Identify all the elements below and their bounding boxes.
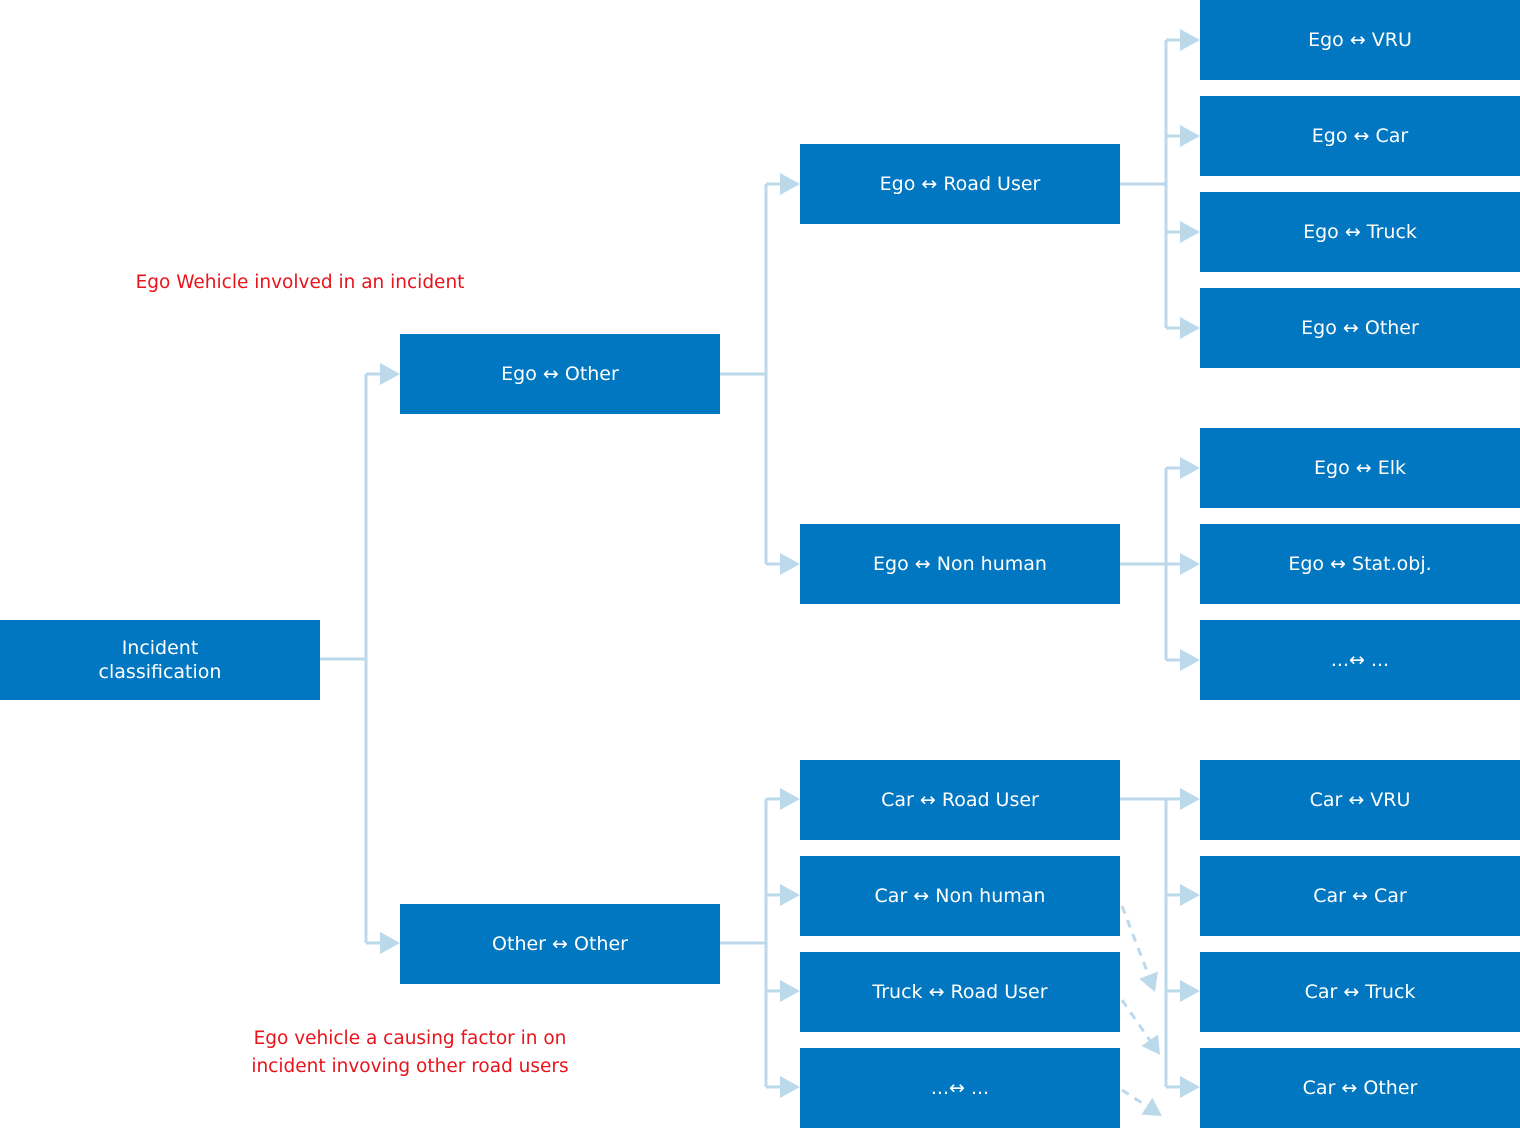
dashed-truck-road-user-arrow	[1141, 1034, 1160, 1055]
dashed-car-non-human-line	[1120, 905, 1150, 976]
ego-non-human-connector-arrow-0	[1180, 457, 1200, 479]
ego-road-user-connector-arrow-0	[1180, 29, 1200, 51]
node-car-truck[interactable]: Car ↔ Truck	[1200, 952, 1520, 1032]
node-ego-other-leaf[interactable]: Ego ↔ Other	[1200, 288, 1520, 368]
node-label: Ego ↔ Other	[1301, 317, 1419, 339]
node-ego-road-user[interactable]: Ego ↔ Road User	[800, 144, 1120, 224]
annotation-causing-line1: Ego vehicle a causing factor in on	[253, 1028, 567, 1049]
node-label: Car ↔ Car	[1313, 885, 1407, 907]
node-ego-elk[interactable]: Ego ↔ Elk	[1200, 428, 1520, 508]
node-label: Ego ↔ Non human	[873, 553, 1047, 575]
node-ego-vru[interactable]: Ego ↔ VRU	[1200, 0, 1520, 80]
node-label: Ego ↔ Other	[501, 363, 619, 385]
node-label: Car ↔ VRU	[1309, 789, 1411, 811]
other-other-connector-arrow-0	[780, 788, 800, 810]
node-ego-truck[interactable]: Ego ↔ Truck	[1200, 192, 1520, 272]
node-car-road-user[interactable]: Car ↔ Road User	[800, 760, 1120, 840]
node-label: Ego ↔ Road User	[879, 173, 1041, 195]
annotation-ego-involved-text: Ego Wehicle involved in an incident	[135, 272, 465, 293]
node-car-non-human[interactable]: Car ↔ Non human	[800, 856, 1120, 936]
node-incident-classification[interactable]: Incident classification	[0, 620, 320, 700]
node-label: Ego ↔ Stat.obj.	[1288, 553, 1432, 575]
node-ego-more[interactable]: ...↔ ...	[1200, 620, 1520, 700]
ego-road-user-connector-arrow-1	[1180, 125, 1200, 147]
node-truck-road-user[interactable]: Truck ↔ Road User	[800, 952, 1120, 1032]
car-road-user-connector-arrow-1	[1180, 884, 1200, 906]
node-label: Other ↔ Other	[492, 933, 628, 955]
ego-other-connector-arrow-0	[780, 173, 800, 195]
node-label: Truck ↔ Road User	[872, 981, 1048, 1003]
node-label: Car ↔ Non human	[874, 885, 1046, 907]
node-ego-other[interactable]: Ego ↔ Other	[400, 334, 720, 414]
root-label-line2: classification	[98, 661, 222, 683]
other-other-connector-arrow-2	[780, 980, 800, 1002]
node-car-other[interactable]: Car ↔ Other	[1200, 1048, 1520, 1128]
dashed-truck-road-user-line	[1120, 999, 1152, 1042]
root-label-line1: Incident	[121, 637, 199, 659]
ego-other-connector-arrow-1	[780, 553, 800, 575]
node-other-more[interactable]: ...↔ ...	[800, 1048, 1120, 1128]
ego-non-human-connector-arrow-2	[1180, 649, 1200, 671]
node-ego-non-human[interactable]: Ego ↔ Non human	[800, 524, 1120, 604]
dashed-other-more-arrow	[1141, 1097, 1162, 1116]
root-connector-arrow-1	[380, 932, 400, 954]
dashed-other-more-line	[1121, 1088, 1148, 1108]
car-road-user-connector-arrow-2	[1180, 980, 1200, 1002]
ego-road-user-connector-arrow-2	[1180, 221, 1200, 243]
car-road-user-connector-arrow-0	[1180, 788, 1200, 810]
node-car-car[interactable]: Car ↔ Car	[1200, 856, 1520, 936]
annotation-causing-line2: incident invoving other road users	[251, 1056, 569, 1077]
node-ego-car[interactable]: Ego ↔ Car	[1200, 96, 1520, 176]
annotation-ego-involved: Ego Wehicle involved in an incident	[110, 269, 490, 297]
node-label: ...↔ ...	[930, 1077, 990, 1099]
node-ego-stat-obj[interactable]: Ego ↔ Stat.obj.	[1200, 524, 1520, 604]
node-label: ...↔ ...	[1330, 649, 1390, 671]
dashed-car-non-human-arrow	[1139, 971, 1158, 992]
ego-non-human-connector-arrow-1	[1180, 553, 1200, 575]
root-connector-arrow-0	[380, 363, 400, 385]
node-label: Ego ↔ Truck	[1303, 221, 1417, 243]
node-label: Car ↔ Truck	[1304, 981, 1416, 1003]
node-label: Ego ↔ Elk	[1314, 457, 1406, 479]
node-car-vru[interactable]: Car ↔ VRU	[1200, 760, 1520, 840]
node-label: Ego ↔ Car	[1311, 125, 1409, 147]
other-other-connector-arrow-3	[780, 1076, 800, 1098]
annotation-causing-factor: Ego vehicle a causing factor in on incid…	[230, 1025, 590, 1081]
car-road-user-connector-arrow-3	[1180, 1076, 1200, 1098]
node-label: Ego ↔ VRU	[1308, 29, 1412, 51]
node-label: Car ↔ Other	[1302, 1077, 1418, 1099]
node-label: Car ↔ Road User	[881, 789, 1039, 811]
ego-road-user-connector-arrow-3	[1180, 317, 1200, 339]
other-other-connector-arrow-1	[780, 884, 800, 906]
node-other-other[interactable]: Other ↔ Other	[400, 904, 720, 984]
